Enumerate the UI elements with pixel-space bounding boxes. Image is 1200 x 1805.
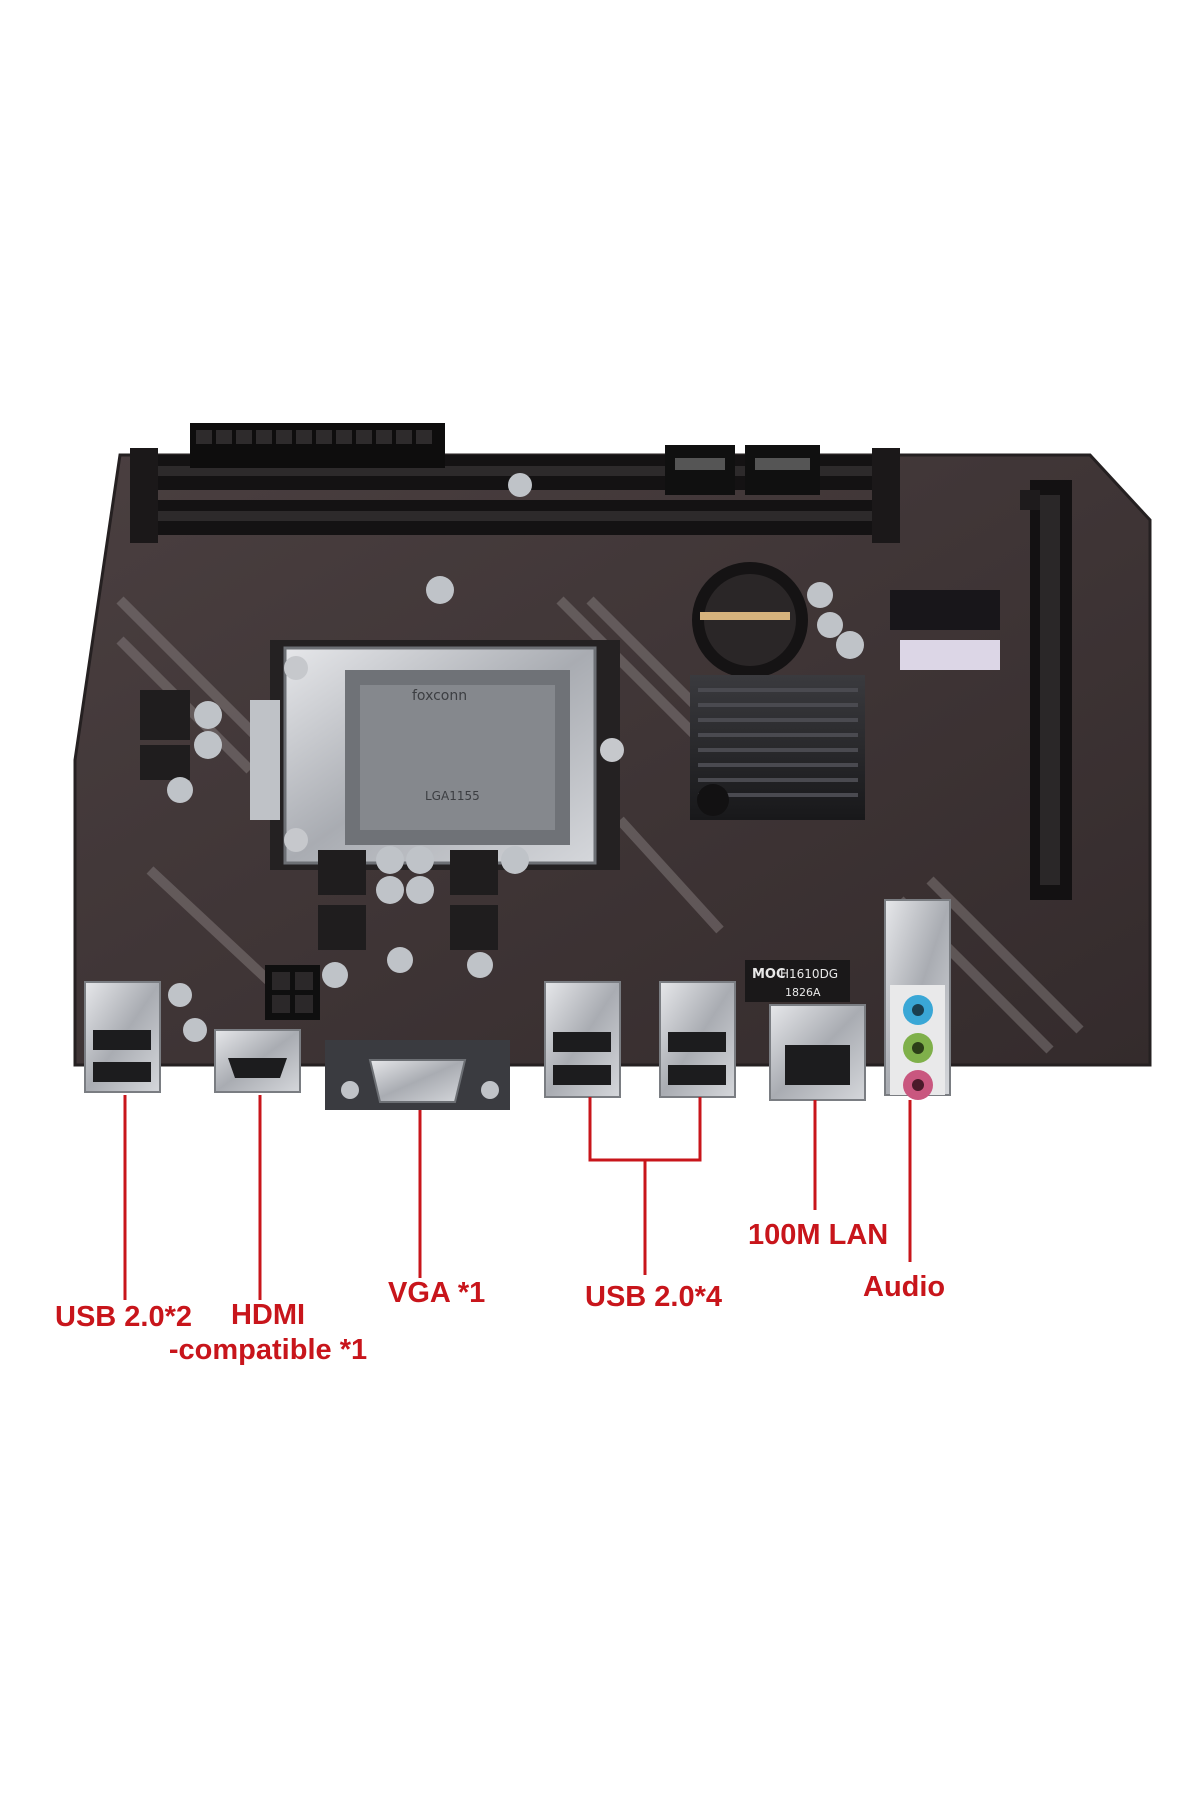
lan-port bbox=[769, 1004, 866, 1101]
lan-controller-chip: MOC H1610DG 1826A bbox=[745, 960, 850, 1002]
hdmi-label-line2: -compatible *1 bbox=[168, 1333, 368, 1366]
usb-rear-label: USB 2.0*2 bbox=[55, 1301, 193, 1333]
sata-ports bbox=[665, 445, 820, 495]
cmos-battery bbox=[692, 562, 808, 678]
cpu-power-connector bbox=[265, 965, 320, 1020]
socket-brand-text: foxconn bbox=[412, 688, 467, 704]
lan-chip-model: H1610DG bbox=[780, 967, 838, 981]
vga-label: VGA *1 bbox=[388, 1277, 486, 1309]
vga-port bbox=[325, 1040, 510, 1110]
usb-middle-label: USB 2.0*4 bbox=[585, 1281, 723, 1313]
cpu-socket: foxconn LGA1155 bbox=[250, 640, 624, 870]
lan-chip-brand: MOC bbox=[752, 967, 786, 982]
hdmi-label-line1: HDMI bbox=[230, 1299, 306, 1331]
callout-lines bbox=[123, 1095, 912, 1300]
vrm-components bbox=[140, 473, 864, 1042]
atx-power-connector bbox=[190, 423, 445, 468]
pcie-slot bbox=[1020, 480, 1072, 900]
lan-label: 100M LAN bbox=[748, 1219, 889, 1251]
rear-usb-stack-middle bbox=[544, 981, 736, 1098]
m2-slot bbox=[890, 590, 1000, 670]
rear-usb-stack-left bbox=[84, 981, 161, 1093]
socket-model-text: LGA1155 bbox=[425, 789, 480, 803]
audio-label: Audio bbox=[863, 1271, 946, 1303]
lan-chip-code: 1826A bbox=[785, 986, 821, 999]
hdmi-label: HDMI -compatible *1 bbox=[168, 1298, 368, 1368]
hdmi-port bbox=[214, 1029, 301, 1093]
audio-jacks bbox=[884, 899, 951, 1100]
